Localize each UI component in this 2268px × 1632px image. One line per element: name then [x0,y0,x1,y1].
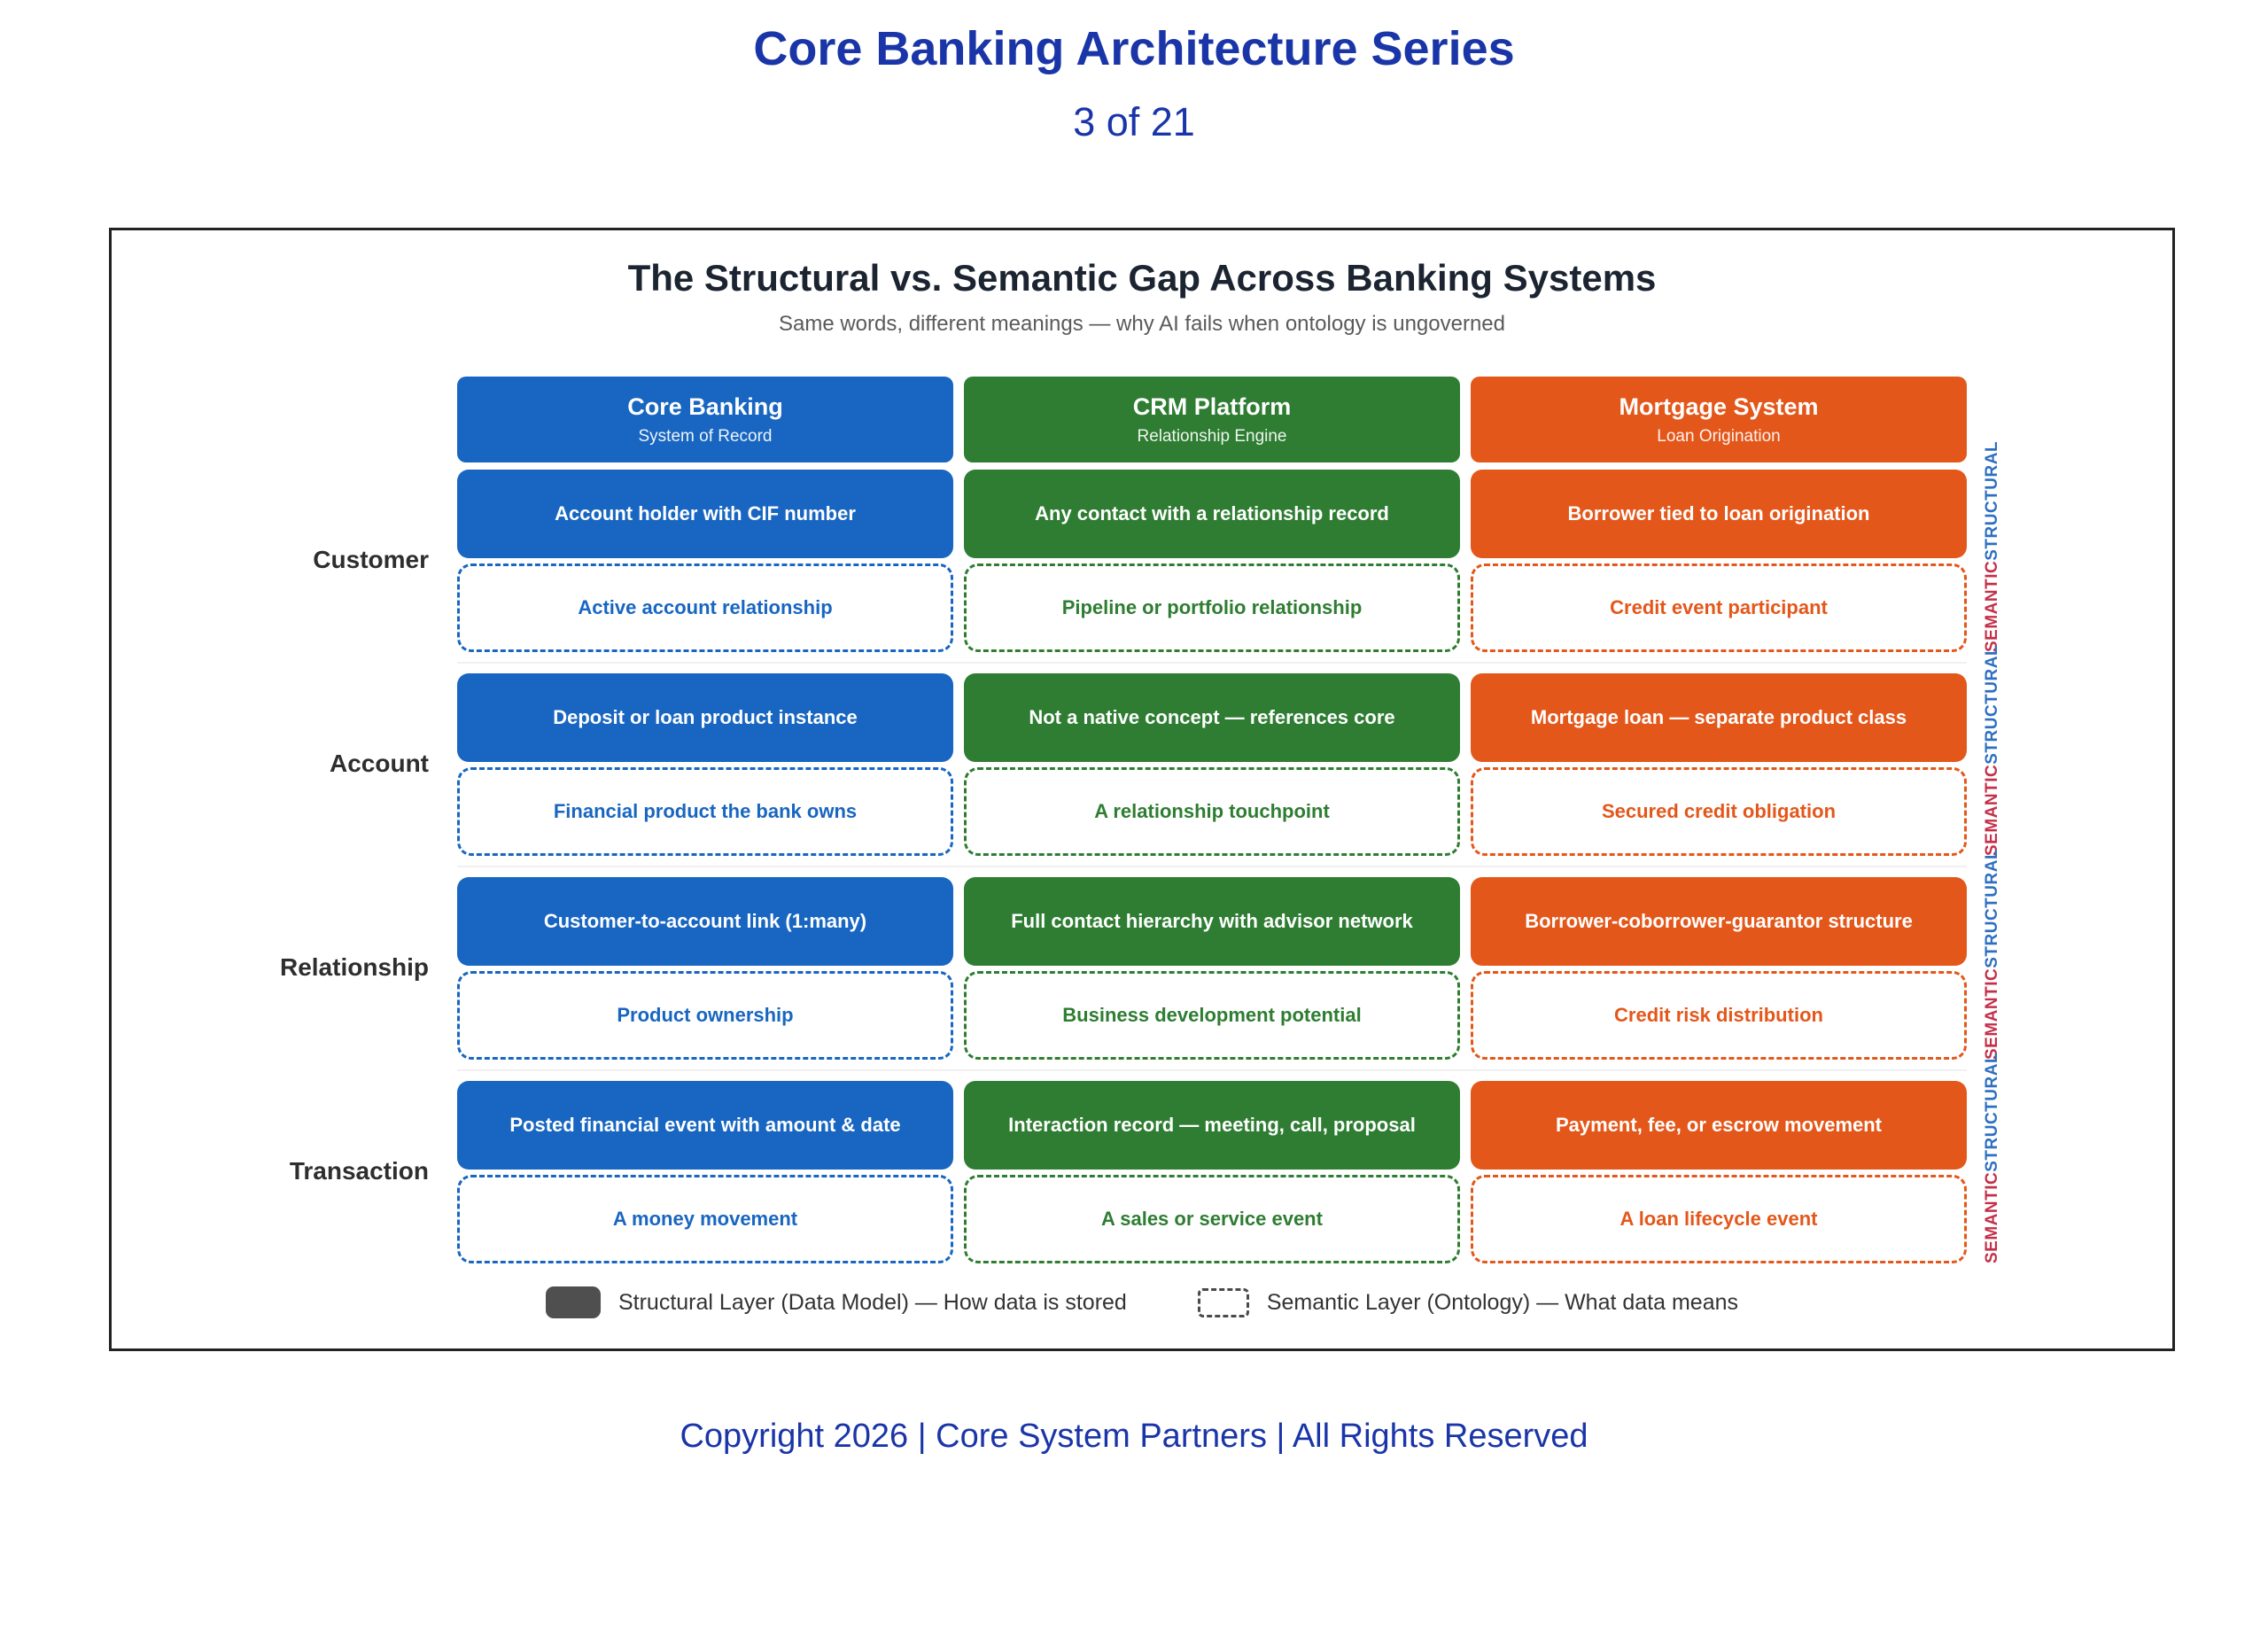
semantic-cell: Product ownership [457,971,953,1060]
structural-axis-label: STRUCTURAL [1983,848,2001,968]
structural-cell: Payment, fee, or escrow movement [1471,1081,1967,1170]
page-number: 3 of 21 [1073,99,1195,144]
structural-cell: Mortgage loan — separate product class [1471,673,1967,762]
semantic-cell: Secured credit obligation [1471,767,1967,856]
row-label-customer: Customer [313,546,429,573]
structural-axis-label: STRUCTURAL [1983,440,2001,561]
side-axis-labels: SEMANTICSTRUCTURAL [1983,1053,2009,1263]
semantic-cell: A money movement [457,1175,953,1263]
column-tagline: Relationship Engine [1137,426,1287,446]
semantic-axis-label: SEMANTIC [1983,1171,2001,1263]
row-separator [457,866,1967,867]
column-name: CRM Platform [1132,392,1292,420]
column-header-mortgage-system: Mortgage System Loan Origination [1471,377,1967,462]
structural-cell: Borrower tied to loan origination [1471,470,1967,558]
structural-cell: Full contact hierarchy with advisor netw… [964,877,1460,966]
legend: Structural Layer (Data Model) — How data… [112,1286,2172,1318]
series-title: Core Banking Architecture Series [753,22,1515,75]
diagram-subtitle: Same words, different meanings — why AI … [778,312,1505,336]
semantic-axis-label: SEMANTIC [1983,560,2001,652]
semantic-cell: A loan lifecycle event [1471,1175,1967,1263]
row-separator [457,662,1967,664]
structural-cell: Borrower-coborrower-guarantor structure [1471,877,1967,966]
semantic-cell: A relationship touchpoint [964,767,1460,856]
legend-label: Semantic Layer (Ontology) — What data me… [1266,1289,1739,1315]
column-tagline: System of Record [638,426,773,446]
structural-cell: Interaction record — meeting, call, prop… [964,1081,1460,1170]
semantic-cell: Credit risk distribution [1471,971,1967,1060]
side-axis-labels: SEMANTICSTRUCTURAL [1983,441,2009,652]
semantic-cell: Active account relationship [457,563,953,652]
semantic-axis-label: SEMANTIC [1983,968,2001,1060]
semantic-cell: Financial product the bank owns [457,767,953,856]
structural-axis-label: STRUCTURAL [1983,644,2001,765]
semantic-cell: A sales or service event [964,1175,1460,1263]
column-name: Mortgage System [1619,392,1819,420]
legend-label: Structural Layer (Data Model) — How data… [617,1289,1127,1315]
side-axis-labels: SEMANTICSTRUCTURAL [1983,645,2009,856]
structural-swatch-icon [545,1286,601,1318]
diagram-title: The Structural vs. Semantic Gap Across B… [627,257,1657,299]
column-name: Core Banking [627,392,783,420]
structural-cell: Customer-to-account link (1:many) [457,877,953,966]
structural-cell: Posted financial event with amount & dat… [457,1081,953,1170]
diagram-frame: The Structural vs. Semantic Gap Across B… [109,228,2175,1351]
row-label-relationship: Relationship [279,953,429,981]
legend-item-semantic: Semantic Layer (Ontology) — What data me… [1197,1287,1739,1317]
structural-cell: Account holder with CIF number [457,470,953,558]
semantic-axis-label: SEMANTIC [1983,764,2001,856]
semantic-swatch-icon [1197,1287,1249,1317]
structural-cell: Any contact with a relationship record [964,470,1460,558]
column-header-core-banking: Core Banking System of Record [457,377,953,462]
row-label-account: Account [330,750,429,777]
legend-item-structural: Structural Layer (Data Model) — How data… [545,1286,1127,1318]
row-label-transaction: Transaction [289,1157,429,1185]
semantic-cell: Credit event participant [1471,563,1967,652]
copyright-footer: Copyright 2026 | Core System Partners | … [680,1418,1588,1455]
structural-axis-label: STRUCTURAL [1983,1052,2001,1172]
column-tagline: Loan Origination [1657,426,1781,446]
structural-cell: Not a native concept — references core [964,673,1460,762]
structural-cell: Deposit or loan product instance [457,673,953,762]
column-header-crm-platform: CRM Platform Relationship Engine [964,377,1460,462]
side-axis-labels: SEMANTICSTRUCTURAL [1983,849,2009,1060]
semantic-cell: Business development potential [964,971,1460,1060]
row-separator [457,1069,1967,1071]
semantic-cell: Pipeline or portfolio relationship [964,563,1460,652]
